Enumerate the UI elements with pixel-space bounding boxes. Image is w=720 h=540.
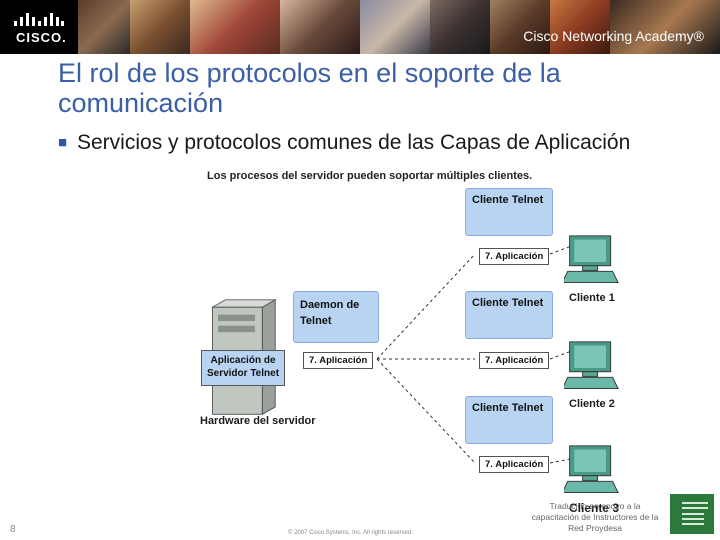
copyright: © 2007 Cisco Systems, Inc. All rights re…	[288, 530, 413, 536]
diagram-title: Los procesos del servidor pueden soporta…	[207, 170, 533, 182]
cisco-bars-icon	[14, 13, 64, 26]
client-1-telnet-card: Cliente Telnet	[465, 188, 553, 236]
cisco-logo: CISCO.	[0, 0, 78, 54]
logo-line	[682, 518, 704, 520]
photo-strip-6	[430, 0, 490, 54]
academy-wordmark: Cisco Networking Academy®	[523, 28, 704, 44]
square-bullet-icon: ■	[58, 134, 68, 151]
logo-line	[682, 507, 708, 509]
client-1-computer-icon	[564, 235, 619, 283]
client-3-application-tag: 7. Aplicación	[479, 456, 550, 473]
client-2-label: Cliente 2	[569, 398, 615, 410]
client-2-computer-icon	[564, 341, 619, 389]
client-3-computer-icon	[564, 445, 619, 493]
header-banner: CISCO. Cisco Networking Academy®	[0, 0, 720, 54]
client-2-telnet-card: Cliente Telnet	[465, 291, 553, 339]
server-hardware-label: Hardware del servidor	[200, 415, 316, 427]
photo-strip-8	[550, 0, 610, 54]
photo-strip-7	[490, 0, 550, 54]
brand-wordmark: CISCO.	[16, 30, 67, 45]
client-3-label: Cliente 3	[569, 501, 620, 515]
photo-strip-9	[610, 0, 720, 54]
photo-strip-2	[130, 0, 190, 54]
logo-line	[682, 502, 708, 504]
client-3-telnet-card: Cliente Telnet	[465, 396, 553, 444]
bullet-text: Servicios y protocolos comunes de las Ca…	[77, 131, 631, 154]
page-number: 8	[10, 524, 16, 535]
logo-line	[682, 513, 704, 515]
photo-strip-1	[78, 0, 130, 54]
photo-strip-5	[360, 0, 430, 54]
telnet-daemon-card: Daemon de Telnet	[293, 291, 379, 343]
page-title: El rol de los protocolos en el soporte d…	[58, 58, 561, 118]
client-1-label: Cliente 1	[569, 292, 615, 304]
telnet-diagram: Los procesos del servidor pueden soporta…	[190, 166, 660, 515]
proydesa-logo	[670, 494, 714, 534]
logo-line	[682, 523, 704, 525]
client-2-application-tag: 7. Aplicación	[479, 352, 550, 369]
server-application-layer-tag: 7. Aplicación	[303, 352, 374, 369]
client-1-application-tag: 7. Aplicación	[479, 248, 550, 265]
footer-note: Traducido en apoyo a la capacitación de …	[531, 501, 659, 533]
photo-strip-4	[280, 0, 360, 54]
photo-strip-3	[190, 0, 280, 54]
server-app-box: Aplicación de Servidor Telnet	[201, 350, 285, 386]
